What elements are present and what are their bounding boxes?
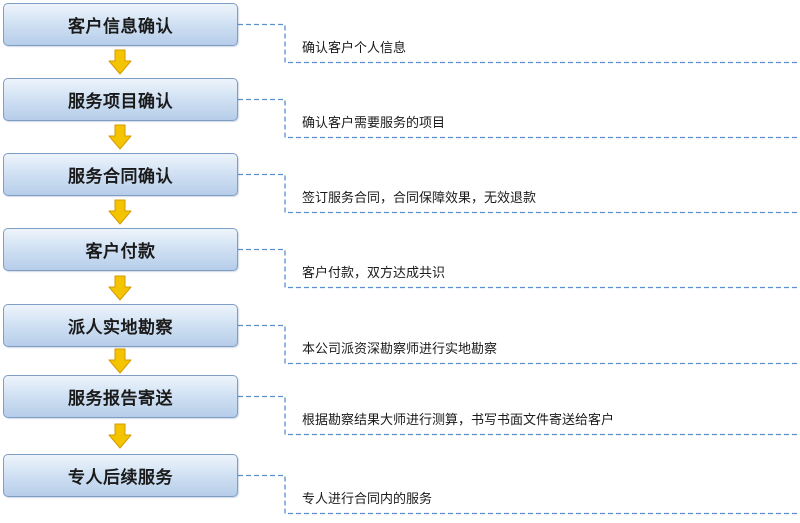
step-label: 客户信息确认 bbox=[68, 17, 173, 37]
step-box: 服务项目确认 bbox=[3, 78, 238, 121]
step-description: 客户付款，双方达成共识 bbox=[302, 265, 446, 281]
step-description: 本公司派资深勘察师进行实地勘察 bbox=[302, 341, 498, 357]
step-box: 专人后续服务 bbox=[3, 454, 238, 497]
down-arrow-icon bbox=[108, 199, 132, 225]
step-box: 派人实地勘察 bbox=[3, 304, 238, 347]
step-connector bbox=[238, 98, 797, 139]
down-arrow-icon bbox=[108, 423, 132, 449]
step-description: 签订服务合同，合同保障效果，无效退款 bbox=[302, 190, 537, 206]
down-arrow-icon bbox=[108, 49, 132, 75]
step-description: 确认客户个人信息 bbox=[302, 40, 407, 56]
step-description: 专人进行合同内的服务 bbox=[302, 491, 433, 507]
step-box: 服务合同确认 bbox=[3, 153, 238, 196]
step-label: 客户付款 bbox=[85, 242, 156, 262]
down-arrow-icon bbox=[108, 348, 132, 374]
step-description: 根据勘察结果大师进行测算，书写书面文件寄送给客户 bbox=[302, 412, 615, 428]
step-box: 客户付款 bbox=[3, 228, 238, 271]
step-label: 服务报告寄送 bbox=[68, 389, 173, 409]
step-connector bbox=[238, 248, 797, 289]
step-label: 服务项目确认 bbox=[68, 92, 173, 112]
step-label: 服务合同确认 bbox=[68, 167, 173, 187]
step-box: 客户信息确认 bbox=[3, 3, 238, 46]
step-label: 派人实地勘察 bbox=[68, 318, 173, 338]
step-box: 服务报告寄送 bbox=[3, 375, 238, 418]
step-connector bbox=[238, 324, 797, 365]
step-label: 专人后续服务 bbox=[68, 468, 173, 488]
down-arrow-icon bbox=[108, 124, 132, 150]
step-connector bbox=[238, 173, 797, 214]
down-arrow-icon bbox=[108, 275, 132, 300]
step-connector bbox=[238, 474, 797, 515]
step-connector bbox=[238, 23, 797, 64]
step-description: 确认客户需要服务的项目 bbox=[302, 115, 446, 131]
step-connector bbox=[238, 395, 797, 436]
